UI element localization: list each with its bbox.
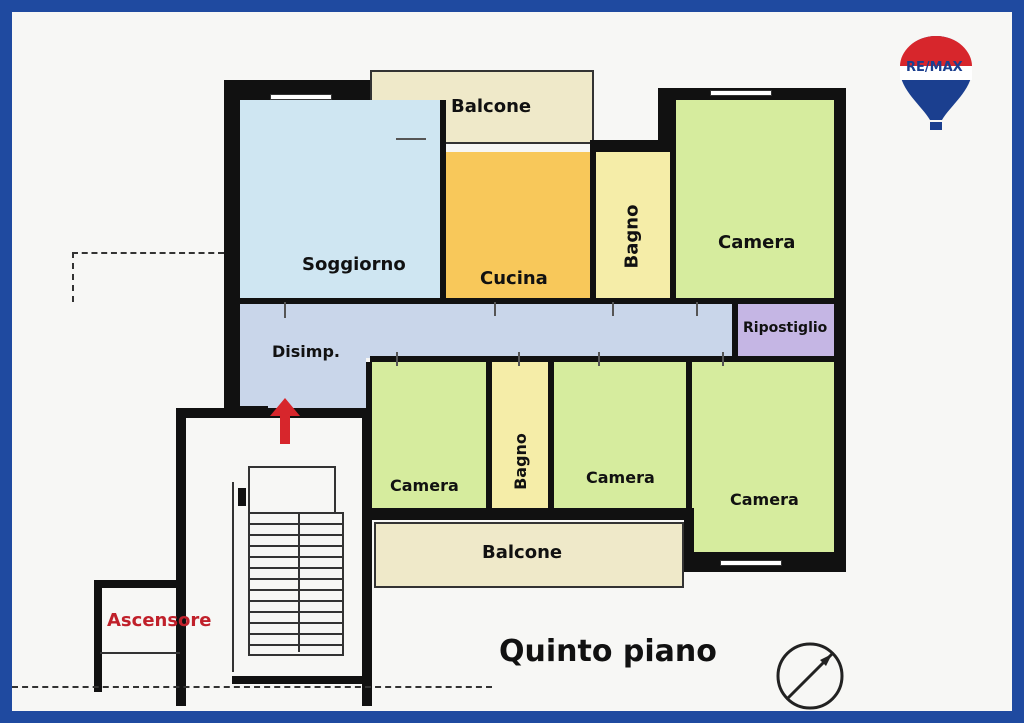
living-room-label: Soggiorno — [302, 254, 406, 275]
storage-label: Ripostiglio — [743, 320, 828, 336]
bedroom-right-label: Camera — [730, 490, 799, 509]
balcony-bottom-label: Balcone — [482, 542, 563, 563]
bedroom-center-label: Camera — [586, 468, 655, 487]
living-room — [240, 100, 440, 300]
bedroom-top-right — [674, 100, 834, 300]
balcony-bottom — [374, 522, 684, 588]
floor-title: Quinto piano — [499, 634, 717, 669]
remax-balloon-icon — [898, 34, 974, 134]
bedroom-left — [370, 360, 488, 508]
bathroom-top — [592, 152, 672, 300]
remax-logo-text: RE/MAX — [906, 60, 963, 75]
stairs — [248, 512, 344, 656]
storage-room — [736, 302, 834, 358]
bedroom-center — [552, 360, 686, 508]
hallway-label: Disimp. — [272, 342, 340, 361]
bathroom-bottom — [490, 360, 550, 508]
bathroom-top-label: Bagno — [621, 204, 643, 269]
bedroom-top-right-label: Camera — [718, 232, 796, 253]
bathroom-bottom-label: Bagno — [510, 433, 530, 490]
bedroom-left-label: Camera — [390, 476, 459, 495]
entrance-arrow-icon — [270, 398, 300, 444]
bedroom-right — [692, 360, 834, 552]
kitchen-label: Cucina — [480, 268, 548, 289]
entrance-hall — [240, 302, 366, 412]
floor-plan: Balcone Soggiorno Cucina Bagno Camera Ri… — [12, 12, 1012, 711]
kitchen — [442, 152, 590, 300]
elevator-label: Ascensore — [107, 610, 212, 631]
balcony-top-label: Balcone — [451, 96, 532, 117]
compass-icon — [774, 640, 846, 711]
